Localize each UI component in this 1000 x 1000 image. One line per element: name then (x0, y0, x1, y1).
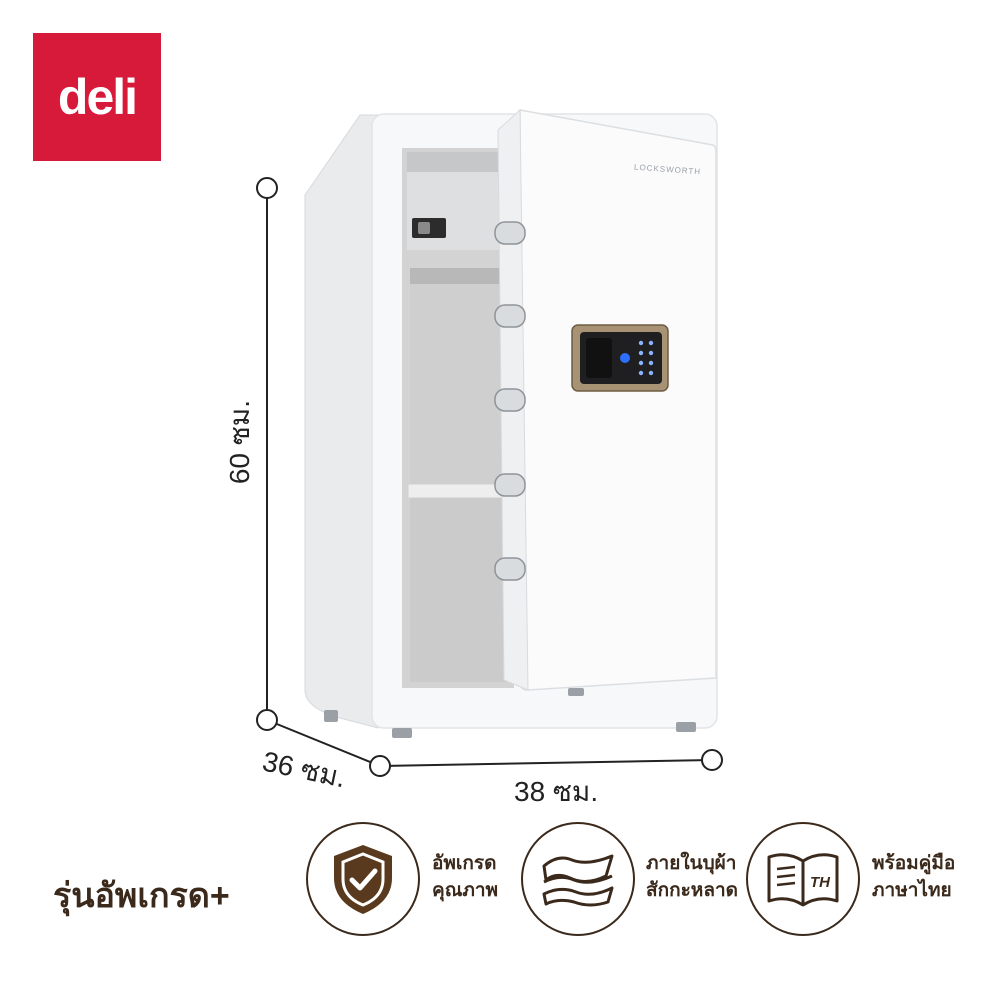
feature-fabric-line2: สักกะหลาด (646, 880, 738, 901)
shield-check-icon (334, 845, 392, 914)
feature-quality-text: อัพเกรด คุณภาพ (432, 850, 498, 904)
width-dimension-label: 38 ซม. (514, 776, 599, 807)
feature-manual-text: พร้อมคู่มือ ภาษาไทย (872, 850, 955, 904)
upgrade-label: รุ่นอัพเกรด+ (53, 877, 230, 915)
feature-fabric-line1: ภายในบุผ้า (646, 853, 737, 874)
safe-body (304, 108, 718, 738)
feature-manual-badge: TH (746, 822, 860, 936)
brand-logo-text: deli (57, 69, 138, 125)
manual-badge-text: TH (810, 874, 831, 891)
fabric-layers-icon (542, 854, 614, 907)
feature-quality-line2: คุณภาพ (432, 880, 499, 901)
feature-bar: รุ่นอัพเกรด+ อัพเกรด คุณภาพ ภายในบุผ้า ส… (0, 818, 1000, 958)
feature-manual-line1: พร้อมคู่มือ (872, 853, 956, 874)
dimension-lines (256, 177, 723, 777)
manual-book-icon: TH (767, 853, 839, 907)
product-illustration: LOCKSWORTH (256, 108, 723, 777)
feature-manual-line2: ภาษาไทย (872, 880, 952, 901)
feature-quality-line1: อัพเกรด (432, 853, 497, 874)
feature-quality-badge (306, 822, 420, 936)
feature-fabric-text: ภายในบุผ้า สักกะหลาด (646, 850, 738, 904)
height-dimension-label: 60 ซม. (224, 400, 255, 485)
safe-drawing (256, 108, 723, 777)
feature-fabric-badge (521, 822, 635, 936)
brand-logo: deli (33, 33, 161, 161)
